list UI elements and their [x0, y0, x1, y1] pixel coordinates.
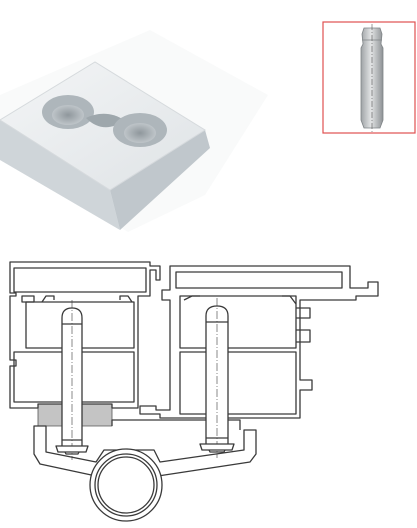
- bottom-bracket: [33, 419, 257, 522]
- hole-slot: [86, 113, 124, 128]
- left-section-pin: [55, 300, 89, 460]
- right-section-pin: [199, 298, 235, 458]
- left-profile: [9, 261, 161, 409]
- profile-cross-section: [9, 261, 379, 522]
- hole-left: [42, 95, 94, 129]
- hole-right: [113, 113, 167, 147]
- connector-block-image: [0, 30, 268, 232]
- alignment-pin-image: [360, 24, 384, 132]
- right-profile: [139, 265, 379, 419]
- pin-inset: [322, 21, 416, 134]
